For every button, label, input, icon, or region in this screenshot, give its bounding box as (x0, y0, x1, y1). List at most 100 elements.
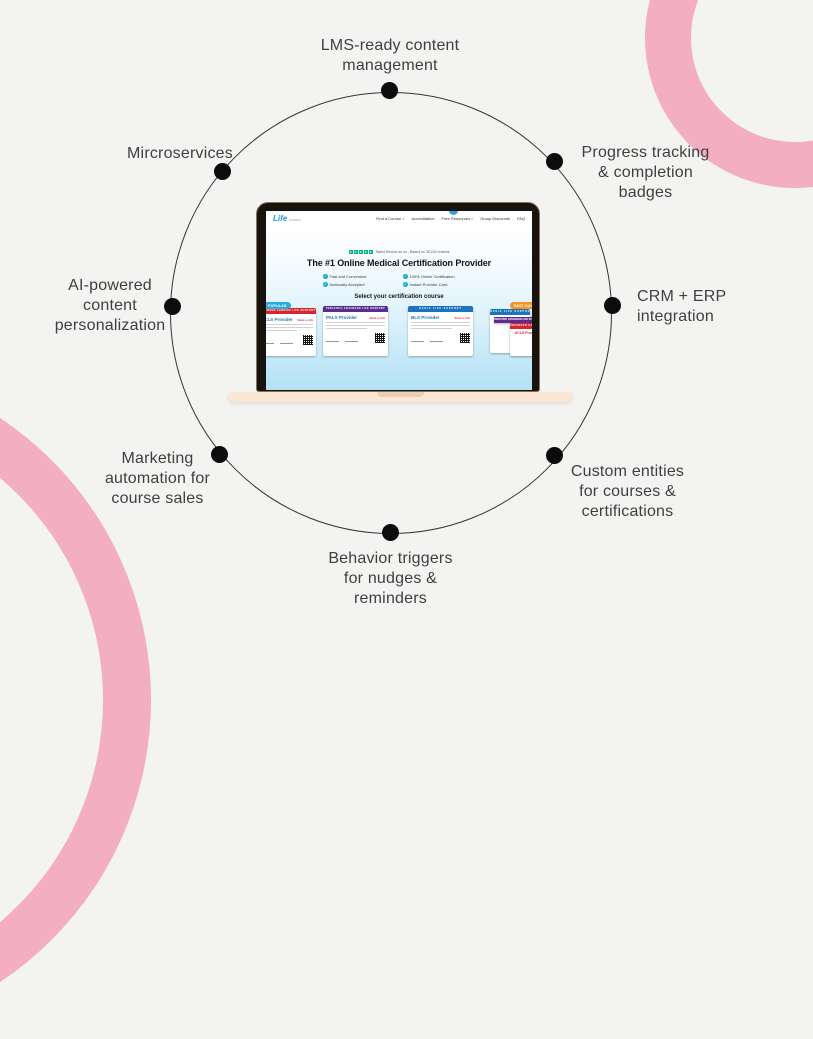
placeholder-text-line (326, 325, 385, 326)
certificate-card-bls[interactable]: BASIC LIFE SUPPORT BLS Provider Save a L… (408, 306, 473, 356)
benefit-item: ✓ Nationally Accepted (323, 282, 395, 287)
reviews-row: ★ ★ ★ ★ ★ Rated Review as on - Based on … (266, 226, 532, 254)
benefit-item: ✓ 100% Online Certification (403, 274, 475, 279)
nav-item-find-a-course[interactable]: Find a Course ∨ (376, 216, 404, 221)
placeholder-text-line (266, 324, 313, 325)
check-icon: ✓ (403, 282, 408, 287)
check-icon: ✓ (323, 282, 328, 287)
benefit-item: ✓ Fast and Convenient (323, 274, 395, 279)
certificate-title: BLS Provider (411, 315, 440, 320)
signature-line (326, 341, 339, 343)
certificate-header: ADVANCED CARDIAC LIFE SUPPORT (266, 308, 316, 314)
circle-node-dot-top-left (214, 163, 231, 180)
certificate-header: BASIC LIFE SUPPORT (408, 306, 473, 312)
nav-item-faq[interactable]: FAQ (517, 216, 525, 221)
feature-label-lms: LMS-ready content management (320, 37, 460, 74)
circle-node-dot-right (604, 297, 621, 314)
nav-item-label: Free Resources (441, 216, 470, 221)
certificate-body: ACLS Provider Save a Life (266, 314, 316, 347)
site-logo[interactable]: Life NHCPS (273, 214, 301, 223)
check-icon: ✓ (403, 274, 408, 279)
chevron-down-icon: ∨ (402, 216, 405, 221)
chevron-down-icon: ∨ (470, 216, 474, 221)
nav-item-accreditation[interactable]: Accreditation (411, 216, 434, 221)
site-hero: ★ ★ ★ ★ ★ Rated Review as on - Based on … (266, 226, 532, 390)
nav-item-free-resources[interactable]: Free Resources ∨ (442, 216, 474, 221)
certificate-title: ACLS Provider (266, 317, 293, 322)
qr-code (460, 333, 470, 343)
benefits-grid: ✓ Fast and Convenient ✓ 100% Online Cert… (323, 274, 475, 287)
circle-node-dot-bottom-right (546, 447, 563, 464)
star-icon: ★ (348, 250, 353, 254)
star-icon: ★ (358, 250, 363, 254)
placeholder-text-line (411, 325, 470, 326)
bundle-certificate-middle: PEDIATRIC ADVANCED LIFE SUPPORT (494, 317, 532, 323)
site-navbar: Life NHCPS Find a Course ∨ Accreditation… (266, 211, 532, 226)
reviews-text: Rated Review as on - Based on 35,430 rev… (375, 250, 450, 254)
site-logo-suffix: NHCPS (289, 218, 301, 222)
bundle-certificate-front: ADVANCED CARDIAC LIFE SUPPORT ACLS Provi… (510, 323, 532, 356)
feature-label-marketing: Marketing automation for course sales (104, 450, 211, 507)
placeholder-text-line (326, 328, 368, 329)
brand-logo: Save a Life (297, 318, 313, 322)
site-title: The #1 Online Medical Certification Prov… (306, 258, 492, 268)
certificate-body: PALS Provider Save a Life (323, 312, 388, 345)
placeholder-text-line (411, 322, 470, 323)
feature-label-custom-entities: Custom entities for courses & certificat… (570, 463, 685, 520)
star-rating: ★ ★ ★ ★ ★ (348, 250, 373, 254)
feature-label-ai-personalization: AI-powered content personalization (54, 277, 166, 334)
site-nav-items: Find a Course ∨ Accreditation Free Resou… (376, 216, 525, 221)
laptop-base (228, 392, 573, 402)
placeholder-text-line (266, 327, 313, 328)
benefit-label: Instant Provider Card (409, 282, 448, 287)
circle-node-dot-top (381, 82, 398, 99)
nav-item-label: FAQ (516, 216, 525, 221)
certificate-card-pals[interactable]: PEDIATRIC ADVANCED LIFE SUPPORT PALS Pro… (323, 306, 388, 356)
certificate-card-acls[interactable]: ADVANCED CARDIAC LIFE SUPPORT ACLS Provi… (266, 308, 316, 356)
qr-code (303, 335, 313, 345)
circle-node-dot-bottom-left (211, 446, 228, 463)
star-icon: ★ (353, 250, 358, 254)
placeholder-text-line (266, 330, 298, 331)
course-cards-row: MOST POPULAR BEST SAVINGS ADVANCED CARDI… (266, 302, 532, 363)
feature-label-behavior-triggers: Behavior triggers for nudges & reminders (328, 550, 453, 607)
laptop-mockup: Life NHCPS Find a Course ∨ Accreditation… (228, 201, 573, 403)
signature-line (266, 343, 274, 345)
brand-logo: Save a Life (369, 316, 385, 320)
signature-line (345, 341, 358, 343)
certificate-card-bundle[interactable]: BASIC LIFE SUPPORT PEDIATRIC ADVANCED LI… (490, 306, 532, 356)
signature-line (430, 341, 443, 343)
circle-node-dot-top-right (546, 153, 563, 170)
feature-label-crm-erp: CRM + ERP integration (637, 288, 727, 325)
circle-node-dot-bottom (382, 524, 399, 541)
placeholder-text-line (411, 328, 453, 329)
qr-code (375, 333, 385, 343)
nav-item-label: Group Discounts (480, 216, 510, 221)
signature-line (411, 341, 424, 343)
most-popular-badge: MOST POPULAR (266, 302, 291, 309)
star-icon: ★ (363, 250, 368, 254)
benefit-item: ✓ Instant Provider Card (403, 282, 475, 287)
best-savings-badge: BEST SAVINGS (510, 302, 532, 309)
check-icon: ✓ (323, 274, 328, 279)
laptop-base-notch (377, 392, 424, 397)
certificate-header: BASIC LIFE SUPPORT (490, 309, 530, 315)
circle-node-dot-left (164, 298, 181, 315)
benefit-label: 100% Online Certification (409, 274, 455, 279)
certificate-body: BLS Provider Save a Life (408, 312, 473, 345)
nav-item-group-discounts[interactable]: Group Discounts (480, 216, 510, 221)
blue-dot-icon (449, 211, 458, 215)
certificate-header: PEDIATRIC ADVANCED LIFE SUPPORT (323, 306, 388, 312)
star-icon: ★ (368, 250, 373, 254)
benefit-label: Nationally Accepted (329, 282, 365, 287)
feature-label-progress: Progress tracking & completion badges (581, 144, 710, 201)
laptop-screen: Life NHCPS Find a Course ∨ Accreditation… (266, 211, 532, 390)
placeholder-text-line (326, 322, 385, 323)
nav-item-label: Find a Course (376, 216, 402, 221)
brand-logo: Save a Life (454, 316, 470, 320)
certificate-title: PALS Provider (326, 315, 358, 320)
certificate-header: ADVANCED CARDIAC LIFE SUPPORT (510, 323, 532, 329)
site-logo-brand: Life (273, 214, 288, 223)
feature-label-microservices: Mircroservices (127, 145, 233, 162)
nav-item-label: Accreditation (411, 216, 435, 221)
